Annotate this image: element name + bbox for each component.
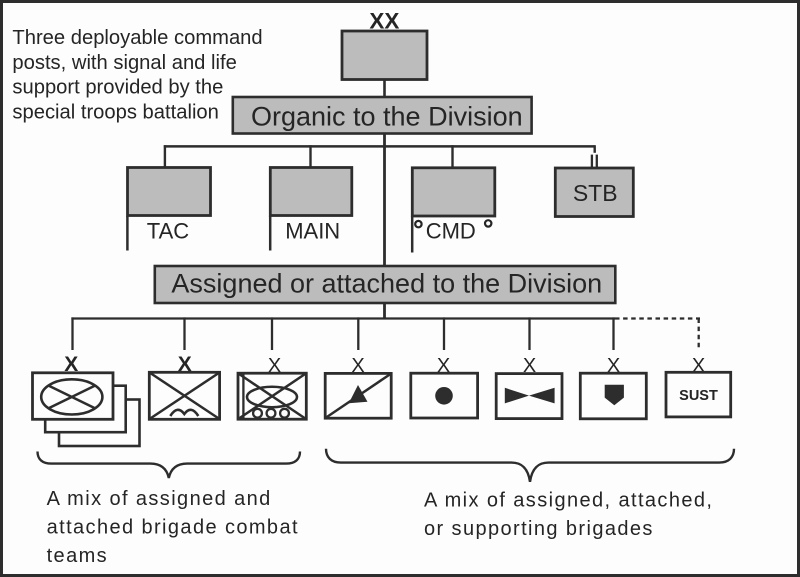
svg-text:Three deployable command: Three deployable command: [12, 27, 262, 49]
svg-text:special troops battalion: special troops battalion: [12, 101, 219, 123]
svg-text:X: X: [178, 353, 192, 376]
svg-text:CMD: CMD: [426, 218, 476, 243]
svg-text:X: X: [268, 355, 281, 377]
svg-text:X: X: [607, 355, 620, 377]
svg-text:TAC: TAC: [147, 218, 189, 243]
svg-text:Organic to the Division: Organic to the Division: [251, 102, 523, 132]
svg-text:MAIN: MAIN: [285, 218, 340, 243]
svg-text:X: X: [523, 355, 536, 377]
svg-text:X: X: [351, 355, 364, 377]
svg-text:Assigned or attached to the Di: Assigned or attached to the Division: [171, 269, 602, 299]
svg-text:SUST: SUST: [679, 388, 718, 404]
svg-text:A mix of assigned, attached,: A mix of assigned, attached,: [424, 489, 713, 511]
svg-text:X: X: [64, 353, 78, 376]
svg-text:X: X: [437, 355, 450, 377]
svg-text:teams: teams: [47, 545, 108, 567]
svg-text:XX: XX: [369, 9, 399, 34]
svg-text:or supporting brigades: or supporting brigades: [424, 518, 654, 540]
svg-text:attached brigade combat: attached brigade combat: [47, 517, 299, 539]
svg-text:support provided by the: support provided by the: [12, 77, 223, 99]
svg-text:STB: STB: [573, 180, 618, 206]
svg-text:posts, with signal and life: posts, with signal and life: [12, 52, 236, 74]
svg-text:A mix of assigned and: A mix of assigned and: [47, 488, 272, 510]
